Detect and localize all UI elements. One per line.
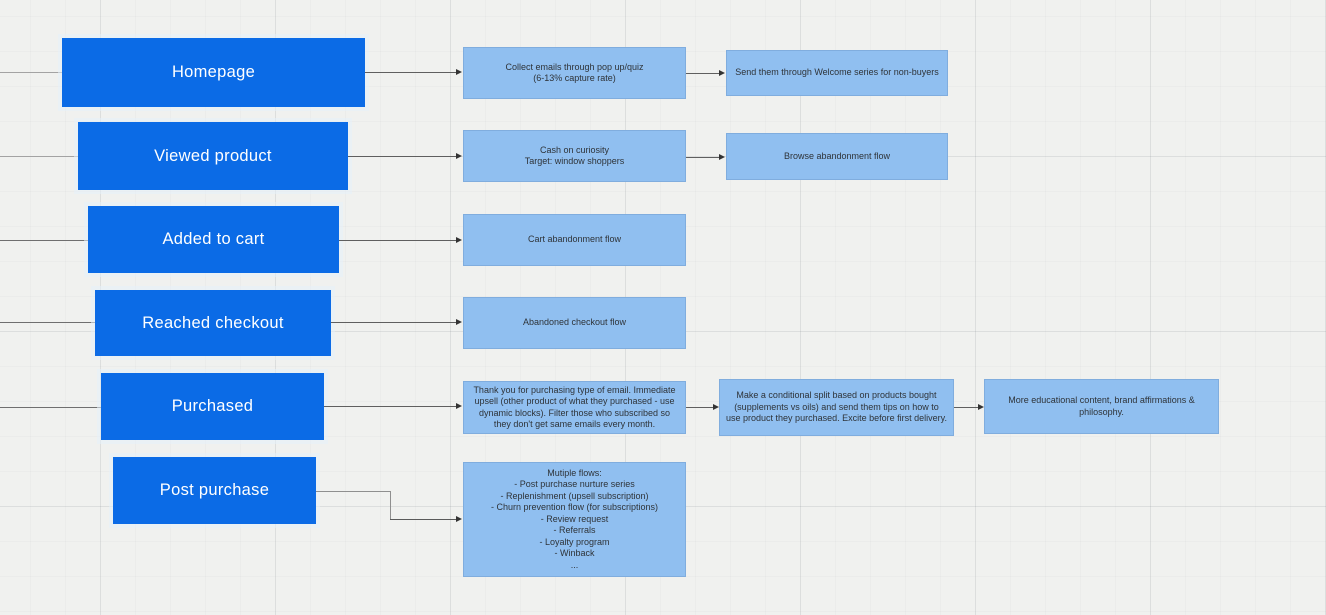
note-purchase-thank-you-text: Thank you for purchasing type of email. …	[473, 384, 676, 430]
stage-post-purchase-label: Post purchase	[159, 481, 270, 499]
note-purchase-thank-you[interactable]: Thank you for purchasing type of email. …	[463, 381, 686, 434]
note-abandoned-checkout-text: Abandoned checkout flow	[522, 317, 627, 328]
stage-added-to-cart-label: Added to cart	[162, 230, 265, 248]
note-welcome-series[interactable]: Send them through Welcome series for non…	[726, 50, 948, 96]
connector-curiosity-to-browse[interactable]	[686, 157, 719, 158]
connector-thankyou-to-split[interactable]	[686, 407, 713, 408]
connector-in-purchased[interactable]	[0, 407, 101, 408]
stage-homepage-label: Homepage	[171, 63, 256, 81]
stage-viewed-product[interactable]: Viewed product	[78, 122, 348, 190]
arrowhead-icon	[456, 516, 462, 522]
stage-purchased-label: Purchased	[171, 397, 254, 415]
arrowhead-icon	[978, 404, 984, 410]
note-multiple-flows[interactable]: Mutiple flows: - Post purchase nurture s…	[463, 462, 686, 577]
stage-homepage[interactable]: Homepage	[62, 38, 365, 107]
arrowhead-icon	[456, 69, 462, 75]
connector-postpurchase-elbow-v[interactable]	[390, 491, 391, 519]
connector-in-added-to-cart[interactable]	[0, 240, 88, 241]
connector-purchased-to-note[interactable]	[324, 406, 456, 407]
connector-postpurchase-elbow-h2[interactable]	[390, 519, 456, 520]
arrowhead-icon	[456, 237, 462, 243]
stage-reached-checkout-label: Reached checkout	[142, 313, 284, 332]
arrowhead-icon	[456, 319, 462, 325]
arrowhead-icon	[719, 154, 725, 160]
arrowhead-icon	[719, 70, 725, 76]
note-educational-content-text: More educational content, brand affirmat…	[1008, 395, 1195, 417]
stage-added-to-cart[interactable]: Added to cart	[88, 206, 339, 273]
connector-homepage-to-note[interactable]	[365, 72, 456, 73]
connector-cart-to-note[interactable]	[339, 240, 456, 241]
connector-collect-to-welcome[interactable]	[686, 73, 719, 74]
connector-in-homepage[interactable]	[0, 72, 62, 73]
note-browse-abandonment[interactable]: Browse abandonment flow	[726, 133, 948, 180]
note-multiple-flows-text: Mutiple flows: - Post purchase nurture s…	[490, 467, 659, 570]
arrowhead-icon	[456, 153, 462, 159]
note-conditional-split[interactable]: Make a conditional split based on produc…	[719, 379, 954, 436]
stage-purchased[interactable]: Purchased	[101, 373, 324, 440]
note-browse-abandonment-text: Browse abandonment flow	[783, 150, 891, 161]
note-welcome-series-text: Send them through Welcome series for non…	[735, 67, 939, 78]
note-cart-abandonment[interactable]: Cart abandonment flow	[463, 214, 686, 266]
connector-viewed-to-note[interactable]	[348, 156, 456, 157]
connector-postpurchase-elbow-h1[interactable]	[316, 491, 390, 492]
connector-in-viewed-product[interactable]	[0, 156, 78, 157]
note-collect-emails-text: Collect emails through pop up/quiz (6-13…	[505, 61, 644, 84]
stage-reached-checkout[interactable]: Reached checkout	[95, 290, 331, 356]
note-abandoned-checkout[interactable]: Abandoned checkout flow	[463, 297, 686, 349]
note-conditional-split-text: Make a conditional split based on produc…	[726, 390, 947, 424]
note-cart-abandonment-text: Cart abandonment flow	[527, 234, 622, 245]
connector-checkout-to-note[interactable]	[331, 322, 456, 323]
arrowhead-icon	[456, 403, 462, 409]
note-educational-content[interactable]: More educational content, brand affirmat…	[984, 379, 1219, 434]
stage-viewed-product-label: Viewed product	[154, 146, 272, 165]
arrowhead-icon	[713, 404, 719, 410]
note-cash-on-curiosity-text: Cash on curiosity Target: window shopper…	[524, 144, 625, 167]
connector-in-reached-checkout[interactable]	[0, 322, 95, 323]
stage-post-purchase[interactable]: Post purchase	[113, 457, 316, 524]
connector-split-to-educational[interactable]	[954, 407, 978, 408]
note-cash-on-curiosity[interactable]: Cash on curiosity Target: window shopper…	[463, 130, 686, 182]
note-collect-emails[interactable]: Collect emails through pop up/quiz (6-13…	[463, 47, 686, 99]
